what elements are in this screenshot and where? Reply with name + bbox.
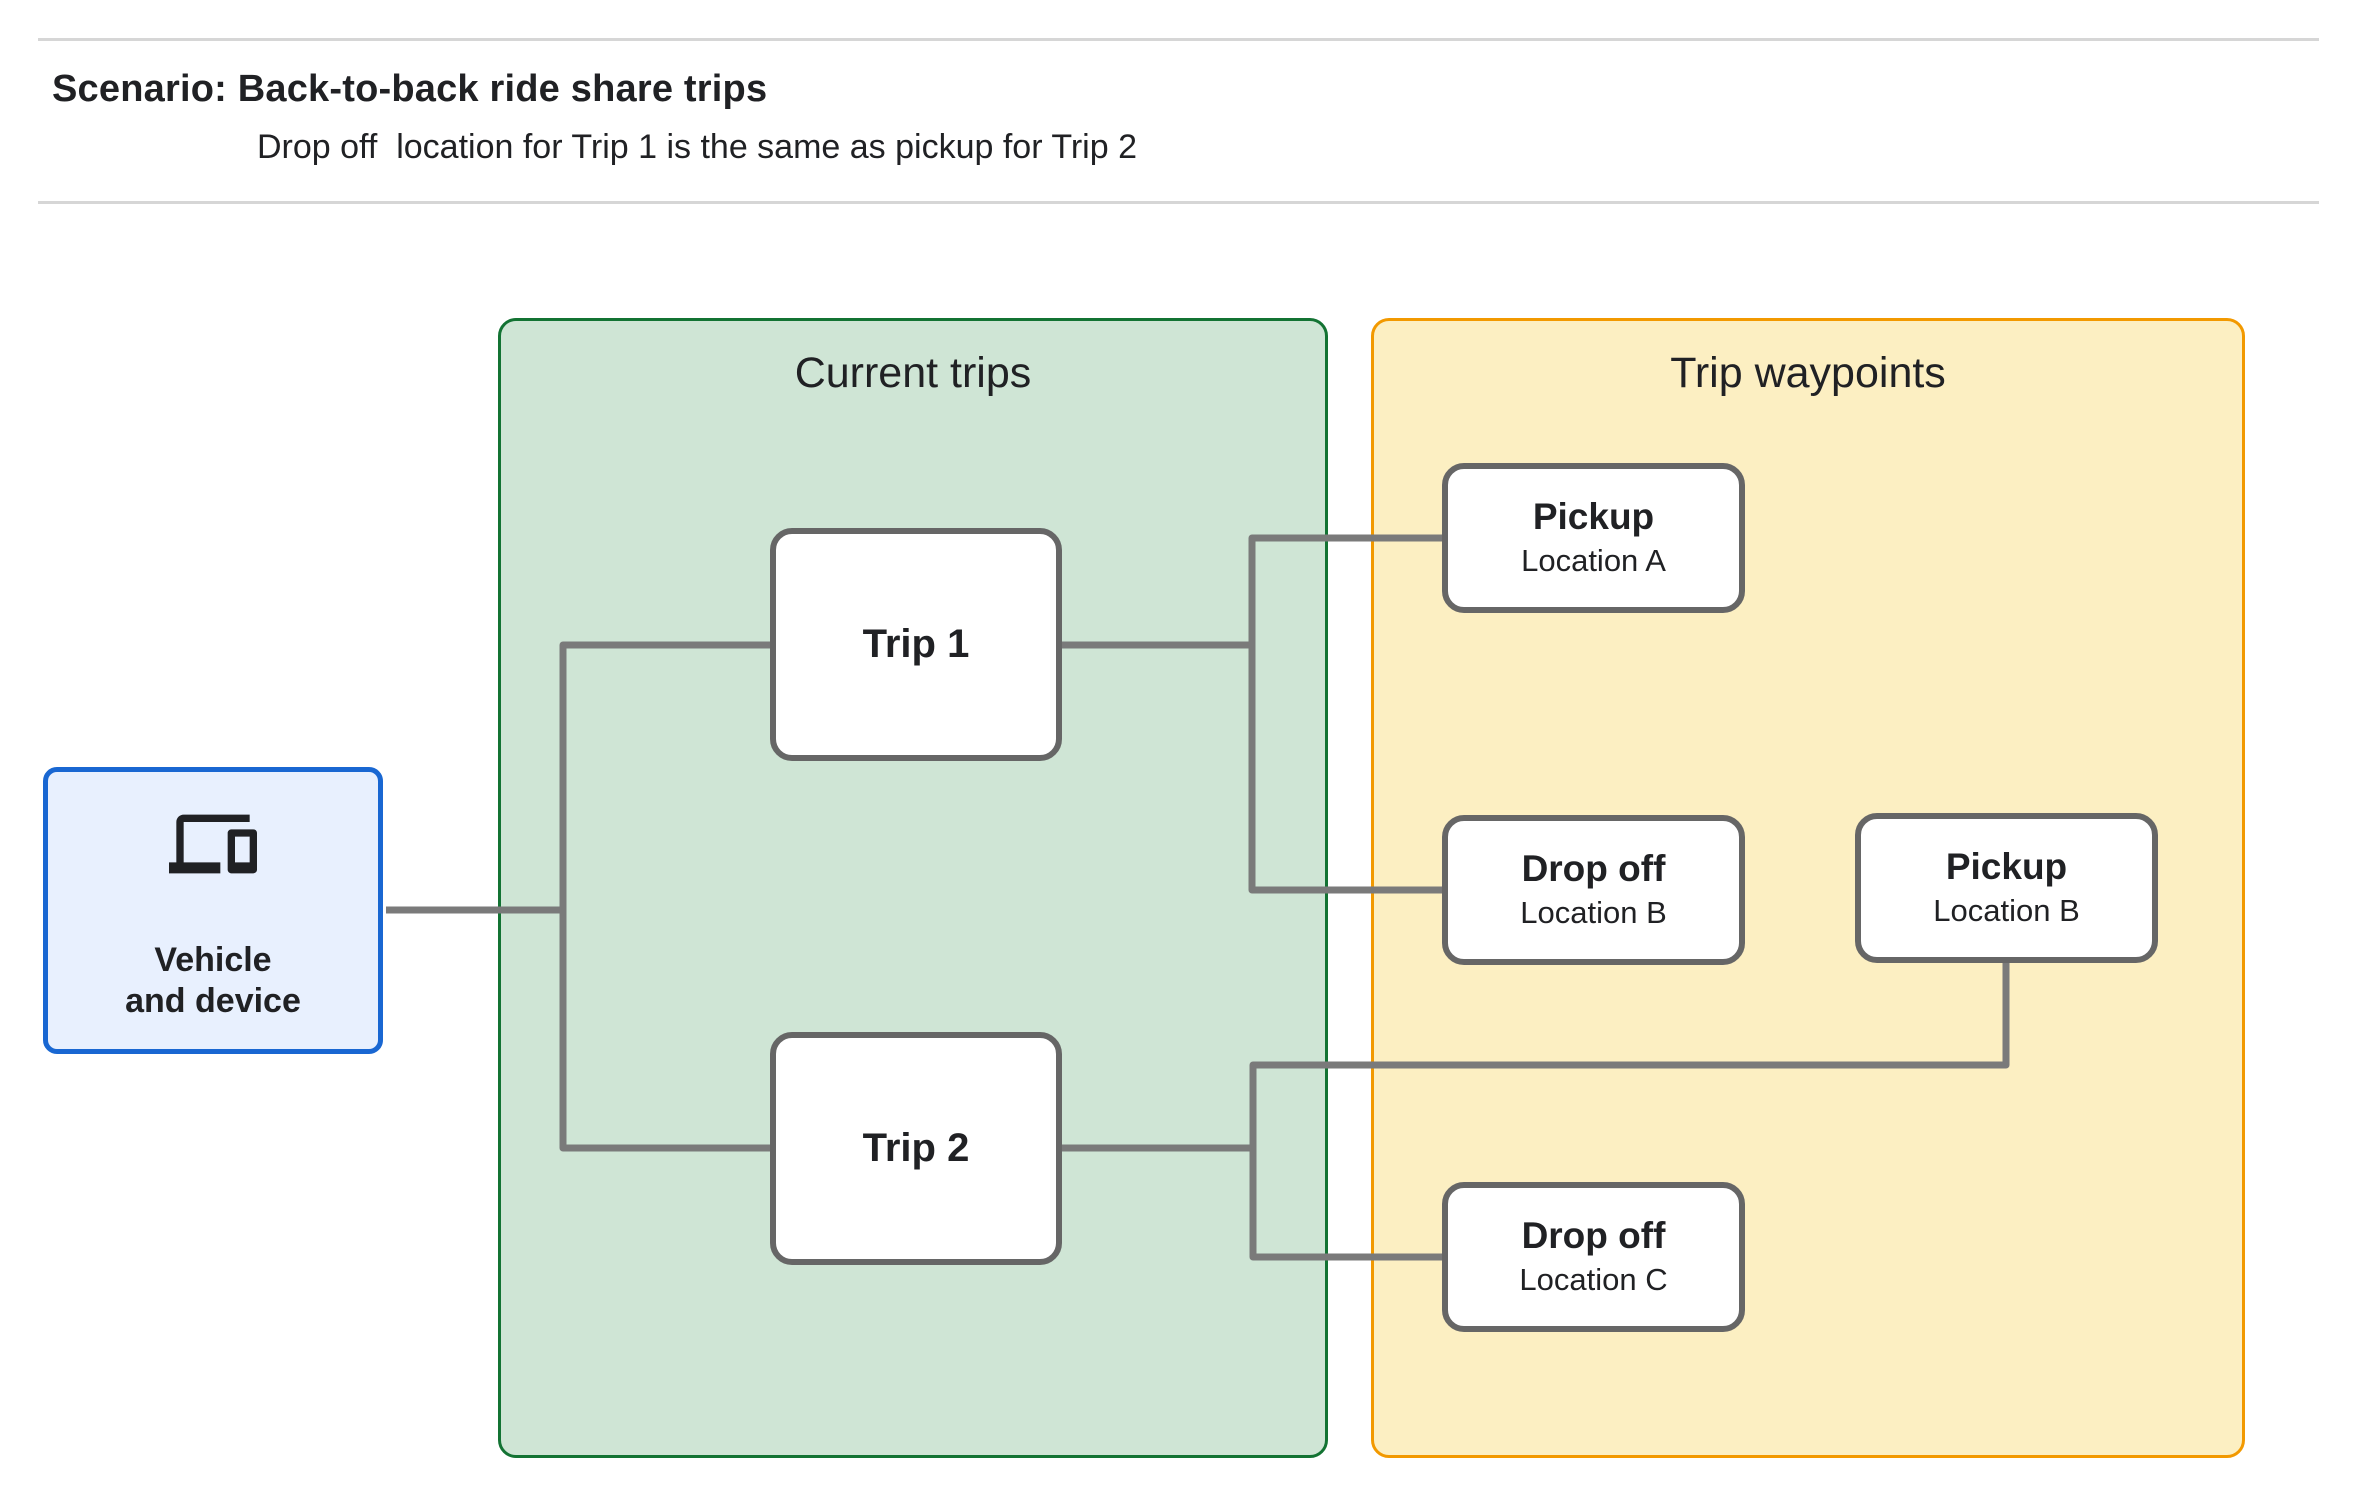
page-title: Scenario: Back-to-back ride share trips bbox=[52, 68, 768, 110]
waypoint-title: Pickup bbox=[1532, 495, 1655, 537]
vehicle-label-line1: Vehicle bbox=[154, 941, 272, 979]
group-current-trips-label: Current trips bbox=[794, 349, 1032, 397]
waypoint-location: Location A bbox=[1521, 543, 1666, 579]
vehicle-label: Vehicle and device bbox=[125, 940, 301, 1023]
waypoint-location: Location B bbox=[1933, 893, 2080, 929]
node-trip2: Trip 2 bbox=[770, 1032, 1062, 1265]
node-pickup-location-a: Pickup Location A bbox=[1442, 463, 1745, 613]
node-dropoff-location-c: Drop off Location C bbox=[1442, 1182, 1745, 1332]
header-divider bbox=[38, 201, 2319, 204]
waypoint-title: Pickup bbox=[1945, 845, 2068, 887]
node-vehicle-and-device: Vehicle and device bbox=[43, 767, 383, 1054]
node-dropoff-location-b: Drop off Location B bbox=[1442, 815, 1745, 965]
connector-branch-to-trips bbox=[559, 641, 770, 1152]
node-pickup-location-b: Pickup Location B bbox=[1855, 813, 2158, 963]
vehicle-label-line2: and device bbox=[125, 982, 301, 1021]
connector-trip1-to-waypoints bbox=[1248, 534, 1442, 894]
group-trip-waypoints-label: Trip waypoints bbox=[1670, 349, 1946, 397]
top-divider bbox=[38, 38, 2319, 41]
connector-pickupb-trip2-dropoffc bbox=[1249, 963, 2010, 1261]
waypoint-title: Drop off bbox=[1521, 847, 1666, 889]
group-current-trips: Current trips bbox=[498, 318, 1328, 1458]
waypoint-location: Location C bbox=[1519, 1262, 1668, 1298]
node-trip1: Trip 1 bbox=[770, 528, 1062, 761]
waypoint-location: Location B bbox=[1520, 895, 1667, 931]
page-subtitle: Drop off location for Trip 1 is the same… bbox=[257, 128, 1137, 166]
node-trip2-label: Trip 2 bbox=[862, 1126, 970, 1170]
devices-icon bbox=[169, 814, 257, 874]
node-trip1-label: Trip 1 bbox=[862, 622, 970, 666]
waypoint-title: Drop off bbox=[1521, 1214, 1666, 1256]
